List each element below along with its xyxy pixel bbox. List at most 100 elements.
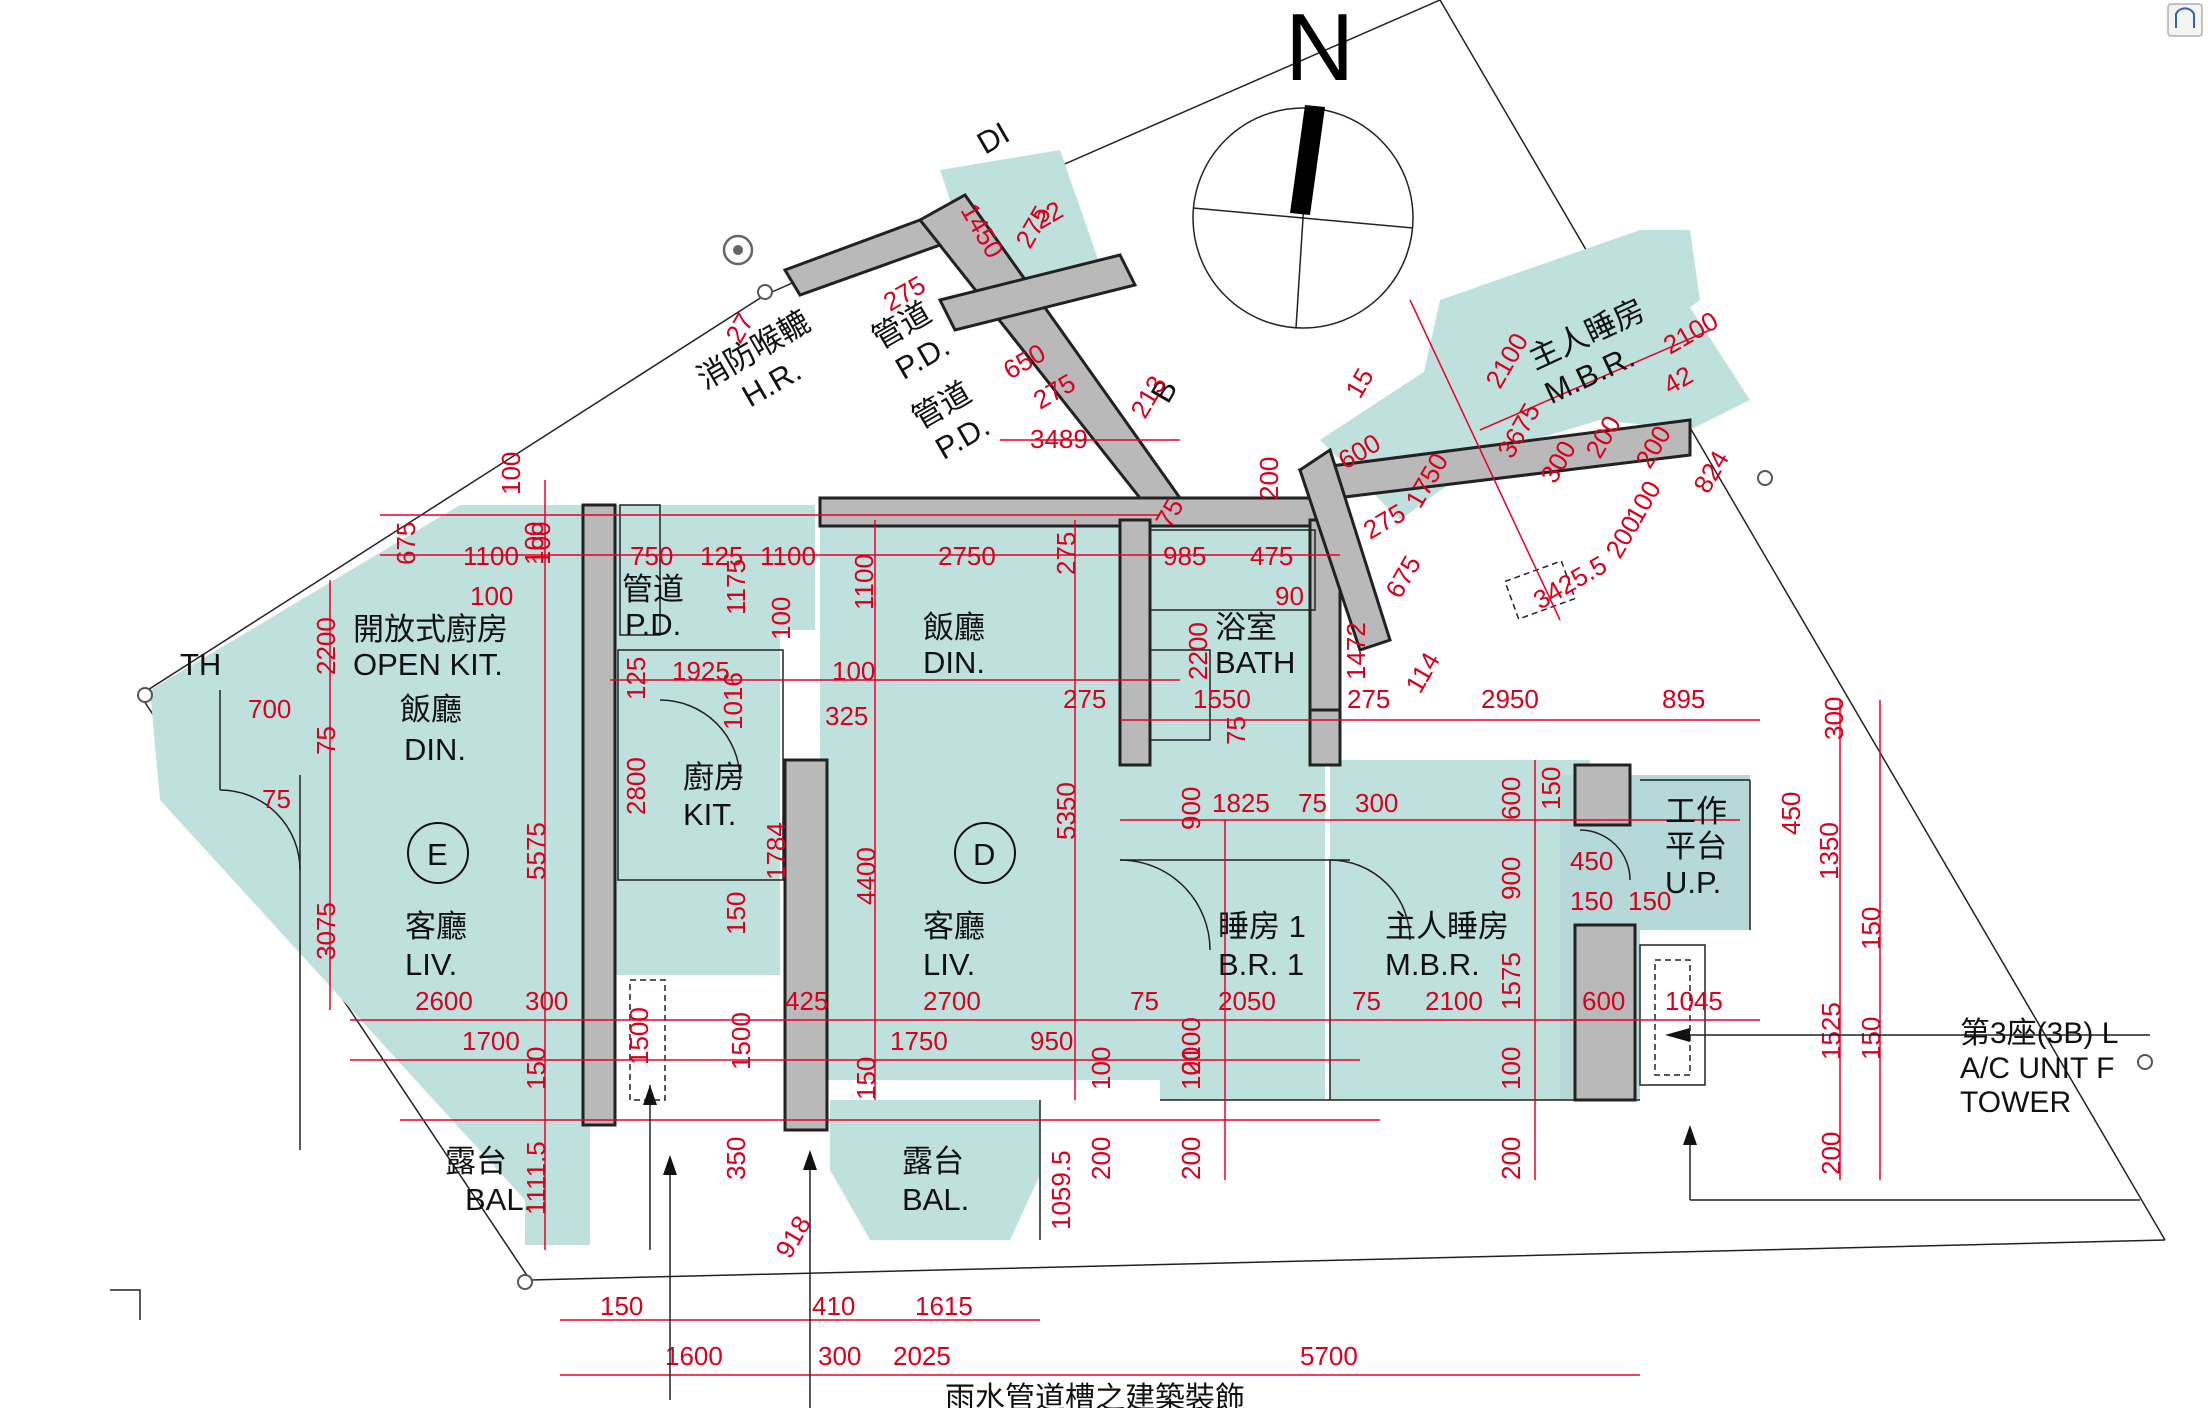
handle-left[interactable]	[137, 687, 153, 703]
dimension-value-56: 2600	[415, 986, 473, 1016]
br1-label-zh: 睡房 1	[1218, 909, 1306, 944]
dimension-value-118: 213	[1124, 370, 1172, 423]
dimension-value-55: 300	[1819, 697, 1849, 740]
dimension-value-45: 300	[1355, 788, 1398, 818]
dimension-value-81: 200	[1176, 1137, 1206, 1180]
dimension-value-77: 100	[1496, 1047, 1526, 1090]
up-label-zh1: 工作	[1665, 794, 1727, 829]
dimension-value-21: 100	[832, 656, 875, 686]
dimension-value-51: 900	[1496, 857, 1526, 900]
dimension-value-10: 275	[1051, 532, 1081, 575]
dimension-value-72: 1500	[726, 1012, 756, 1070]
pd-mid-label-zh: 管道	[622, 572, 684, 607]
dimension-value-63: 75	[1352, 986, 1381, 1016]
dimension-value-25: 1175	[721, 559, 751, 615]
rotate-handle-dot	[733, 245, 743, 255]
crop-corner-mark	[110, 1289, 141, 1320]
dimension-value-66: 600	[1582, 986, 1625, 1016]
dimension-value-9: 2750	[938, 541, 996, 571]
dimension-value-114: 824	[1687, 445, 1735, 498]
dimension-value-65: 1575	[1496, 952, 1526, 1010]
handle-top[interactable]	[757, 284, 773, 300]
din-e-label-zh: 飯廳	[400, 692, 462, 727]
liv-d-label-zh: 客廳	[923, 909, 985, 944]
corner-expand-button[interactable]	[2167, 3, 2203, 37]
dimension-value-33: 275	[1063, 684, 1106, 714]
dimension-value-108: 675	[1379, 550, 1427, 603]
dimension-value-19: 3075	[311, 902, 341, 960]
dimension-value-94: 200	[1816, 1132, 1846, 1175]
dimension-value-74: 950	[1030, 1026, 1073, 1056]
dimension-value-49: 1350	[1814, 822, 1844, 880]
handle-bottom-left[interactable]	[517, 1274, 533, 1290]
dimension-value-12: 475	[1250, 541, 1293, 571]
dimension-value-52: 450	[1570, 846, 1613, 876]
ac-tower-note-line2: A/C UNIT F	[1960, 1052, 2114, 1085]
dimension-value-26: 100	[766, 597, 796, 640]
bal-d-label-zh: 露台	[902, 1144, 964, 1179]
kit-label-zh: 廚房	[683, 760, 745, 795]
dimension-value-44: 75	[1298, 788, 1327, 818]
dimension-value-75: 100	[1086, 1047, 1116, 1090]
dimension-value-4: 100	[519, 522, 549, 565]
dimension-value-87: 150	[600, 1291, 643, 1321]
dimension-value-8: 1100	[760, 541, 816, 571]
dimension-value-92: 2025	[893, 1341, 951, 1371]
dimension-value-7: 125	[700, 541, 743, 571]
dimension-value-17: 75	[262, 784, 291, 814]
dimension-value-30: 150	[721, 892, 751, 935]
expand-icon	[2175, 7, 2195, 28]
dimension-value-34: 1550	[1193, 684, 1251, 714]
dimension-value-73: 1750	[890, 1026, 948, 1056]
dimension-value-20: 1925	[672, 656, 730, 686]
dimension-value-11: 985	[1163, 541, 1206, 571]
dimension-value-14: 2200	[311, 617, 341, 675]
pd-mid-label-en: P.D.	[625, 607, 681, 642]
dimension-value-40: 2200	[1183, 622, 1213, 680]
dimension-value-67: 1045	[1665, 986, 1723, 1016]
dimension-value-27: 1100	[849, 554, 879, 610]
rainwater-note: 雨水管道槽之建築裝飾	[945, 1382, 1245, 1408]
handle-far-right[interactable]	[2137, 1054, 2153, 1070]
ac-tower-note-line1: 第3座(3B) L	[1960, 1017, 2118, 1050]
mbr-d-label-en: M.B.R.	[1385, 947, 1480, 982]
selection-handles[interactable]	[110, 234, 2153, 1320]
br1-label-en: B.R. 1	[1218, 947, 1304, 982]
liv-d-label-en: LIV.	[923, 947, 975, 982]
dimension-value-70: 1700	[462, 1026, 520, 1056]
dimension-value-31: 4400	[851, 847, 881, 905]
dimension-value-91: 300	[818, 1341, 861, 1371]
walls	[581, 193, 1692, 1132]
liv-e-label-en: LIV.	[405, 947, 457, 982]
dimension-value-68: 1525	[1816, 1002, 1846, 1060]
dimension-value-5: 100	[470, 581, 513, 611]
dimension-value-59: 425	[785, 986, 828, 1016]
dimension-value-76: 100	[1176, 1047, 1206, 1090]
dimension-value-60: 75	[1130, 986, 1159, 1016]
dimension-value-28: 2800	[621, 757, 651, 815]
dimension-value-83: 1059.5	[1046, 1150, 1076, 1230]
dimension-value-23: 1016	[718, 672, 748, 730]
dimension-value-64: 2100	[1425, 986, 1483, 1016]
rotate-handle-icon[interactable]	[722, 234, 754, 266]
dimension-value-58: 2700	[923, 986, 981, 1016]
dimension-value-112: 3425.5	[1528, 549, 1612, 615]
bal-d-label-en: BAL.	[902, 1182, 969, 1217]
dimension-value-6: 750	[630, 541, 673, 571]
dimension-value-1: 100	[526, 522, 556, 565]
handle-right[interactable]	[1757, 470, 1773, 486]
partial-di-label: DI	[971, 115, 1015, 161]
up-label-en: U.P.	[1665, 865, 1721, 900]
bal-e-label-en: BAL.	[465, 1182, 532, 1217]
dimension-value-82: 200	[1496, 1137, 1526, 1180]
liv-e-label-zh: 客廳	[405, 909, 467, 944]
dimension-value-117: 15	[1339, 363, 1379, 403]
dimension-value-0: 100	[496, 452, 526, 495]
dimension-value-95: 3489	[1030, 424, 1088, 454]
dimension-value-24: 325	[825, 701, 868, 731]
dimension-value-46: 600	[1496, 777, 1526, 820]
dimension-value-54: 150	[1628, 886, 1671, 916]
dimension-value-15: 700	[248, 694, 291, 724]
dimension-value-16: 75	[311, 726, 341, 755]
north-label: N	[1285, 0, 1354, 101]
